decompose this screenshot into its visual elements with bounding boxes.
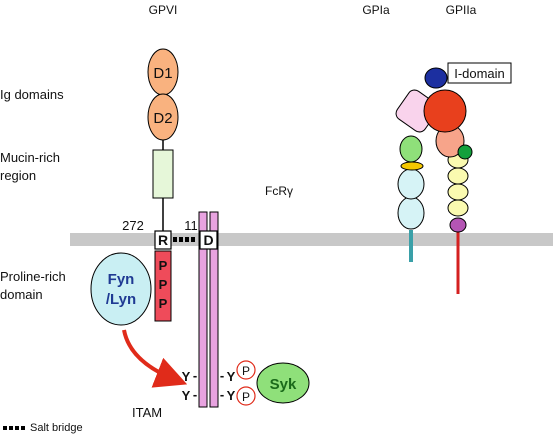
itam-dash: - (193, 368, 197, 383)
itam-dash: - (193, 387, 197, 402)
i-domain (424, 67, 448, 89)
gpiia-header: GPIIa (446, 3, 477, 17)
itam-tyrosine: Y (227, 369, 236, 384)
phosphate-circle (236, 386, 256, 406)
syk-kinase (256, 362, 310, 404)
fyn-label: Fyn (108, 271, 135, 288)
gpiia-red-domain (423, 89, 467, 133)
fcr-gamma-label: FcRγ (265, 184, 293, 198)
phosphate-label: P (242, 364, 250, 378)
gpiia-egf-domain (447, 183, 469, 201)
salt-bridge-dash (191, 237, 195, 242)
legend-dash (15, 426, 19, 430)
itam-tyrosine: Y (227, 388, 236, 403)
proline-rich-box (154, 250, 172, 322)
d1-label: D1 (153, 65, 172, 82)
ig-domains-label: Ig domains (0, 87, 64, 102)
gpia-lower-domain (397, 196, 425, 230)
p-residue-3: P (159, 296, 168, 311)
gpiia-egf-domain (447, 167, 469, 185)
gpvi-header: GPVI (149, 3, 178, 17)
itam-label: ITAM (132, 405, 162, 420)
d2-domain (147, 93, 179, 141)
legend-dash (21, 426, 25, 430)
legend-dash (9, 426, 13, 430)
d2-label: D2 (153, 110, 172, 127)
phosphate-circle (236, 360, 256, 380)
itam-dash: - (220, 368, 224, 383)
phosphate-label: P (242, 390, 250, 404)
gpiia-green-domain (457, 144, 473, 160)
p-residue-2: P (159, 277, 168, 292)
fcr-chain-left (198, 211, 208, 408)
gpiia-egf-domain (447, 199, 469, 217)
salt-bridge-legend: Salt bridge (3, 422, 83, 434)
proline-label-line1: Proline-rich (0, 269, 66, 284)
d-residue-label: D (203, 232, 213, 248)
itam-tyrosine: Y (182, 369, 191, 384)
residue-11: 11 (184, 218, 198, 233)
gpia-middle-domain (397, 168, 425, 200)
mucin-rich-region (152, 149, 174, 199)
fcr-chain-right (209, 211, 219, 408)
d-residue-box (199, 230, 218, 250)
salt-bridge-dash (173, 237, 177, 242)
legend-dash (3, 426, 7, 430)
salt-bridge-dash (185, 237, 189, 242)
salt-bridge-dash (179, 237, 183, 242)
gpia-yellow-linker (400, 161, 424, 171)
r-residue-label: R (158, 232, 168, 248)
itam-tyrosine: Y (182, 388, 191, 403)
gpia-header: GPIa (362, 3, 390, 17)
syk-label: Syk (270, 376, 297, 393)
lyn-label: /Lyn (106, 291, 136, 308)
fyn-lyn-kinase (90, 252, 152, 326)
itam-dash: - (220, 387, 224, 402)
gpia-green-domain (399, 135, 423, 163)
mucin-label-line2: region (0, 168, 36, 183)
salt-bridge-legend-label: Salt bridge (30, 422, 83, 434)
cell-membrane (70, 233, 553, 246)
proline-label-line2: domain (0, 287, 43, 302)
i-domain-label-box (447, 62, 512, 84)
gpiia-purple-domain (449, 217, 467, 233)
p-residue-1: P (159, 258, 168, 273)
r-residue-box (154, 230, 172, 250)
mucin-label-line1: Mucin-rich (0, 150, 60, 165)
i-domain-label: I-domain (454, 66, 505, 81)
activation-arrow (122, 329, 188, 388)
residue-272: 272 (122, 218, 144, 233)
